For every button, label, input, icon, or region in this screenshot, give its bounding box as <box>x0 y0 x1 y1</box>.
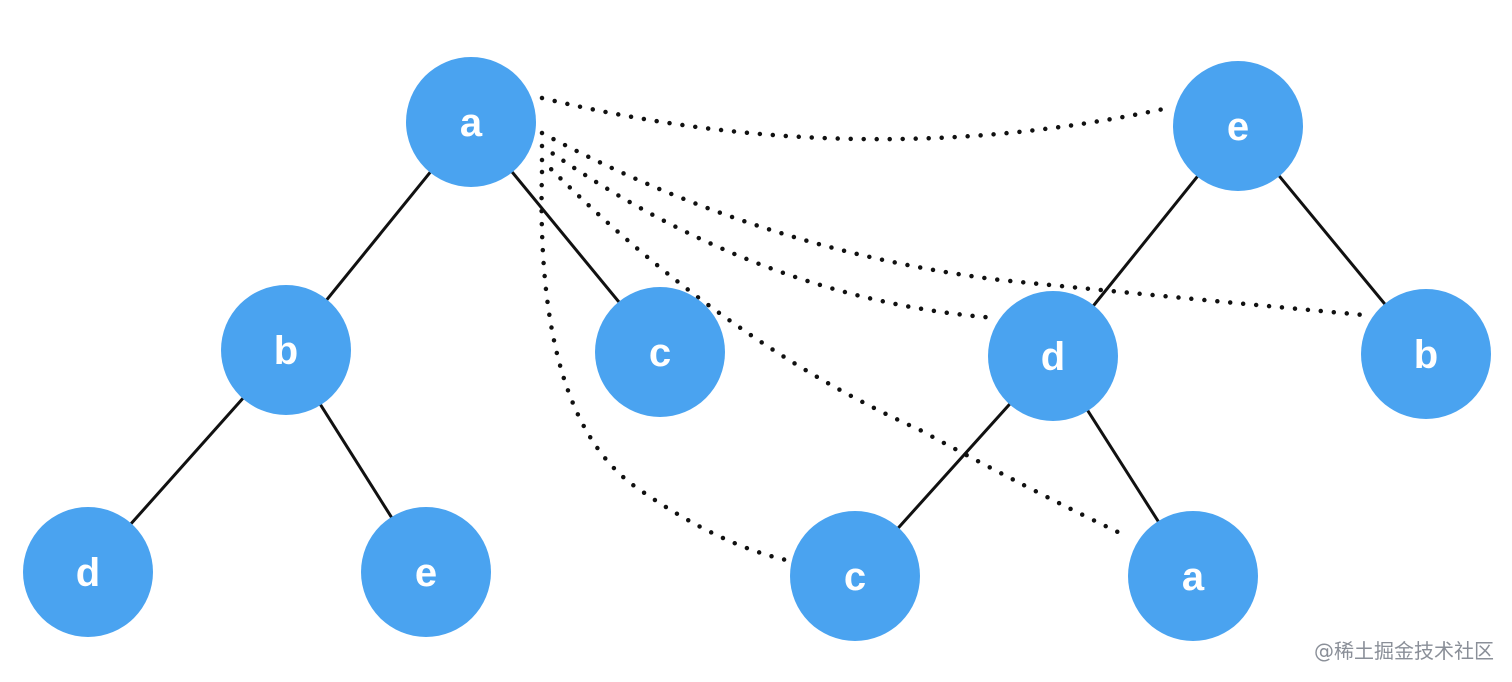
node-circle <box>790 511 920 641</box>
comparison-line-L-a-to-R-e <box>539 95 1171 142</box>
node-label: e <box>415 551 437 595</box>
node-label: a <box>460 101 483 145</box>
comparison-lines <box>539 95 1367 563</box>
right-tree-node-d: d <box>988 291 1118 421</box>
right-tree-node-a: a <box>1128 511 1258 641</box>
comparison-line-L-a-to-R-c <box>539 169 789 563</box>
node-circle <box>1128 511 1258 641</box>
left-tree-node-a: a <box>406 57 536 187</box>
left-tree-node-d: d <box>23 507 153 637</box>
node-label: a <box>1182 555 1205 599</box>
node-circle <box>1173 61 1303 191</box>
right-tree-node-e: e <box>1173 61 1303 191</box>
right-tree-node-b: b <box>1361 289 1491 419</box>
node-label: c <box>649 331 671 375</box>
node-circle <box>988 291 1118 421</box>
node-label: b <box>274 329 298 373</box>
watermark: @稀土掘金技术社区 <box>1314 639 1494 663</box>
node-label: c <box>844 555 866 599</box>
node-label: b <box>1414 333 1438 377</box>
node-label: d <box>1041 335 1065 379</box>
node-circle <box>595 287 725 417</box>
left-tree-node-c: c <box>595 287 725 417</box>
node-circle <box>221 285 351 415</box>
left-tree-node-e: e <box>361 507 491 637</box>
right-tree-node-c: c <box>790 511 920 641</box>
left-tree-node-b: b <box>221 285 351 415</box>
node-circle <box>361 507 491 637</box>
node-label: e <box>1227 105 1249 149</box>
node-circle <box>1361 289 1491 419</box>
comparison-line-L-a-to-R-a <box>539 157 1127 538</box>
node-circle <box>23 507 153 637</box>
node-circle <box>406 57 536 187</box>
tree-nodes: a b c d e e d b c a <box>23 57 1491 641</box>
node-label: d <box>76 551 100 595</box>
